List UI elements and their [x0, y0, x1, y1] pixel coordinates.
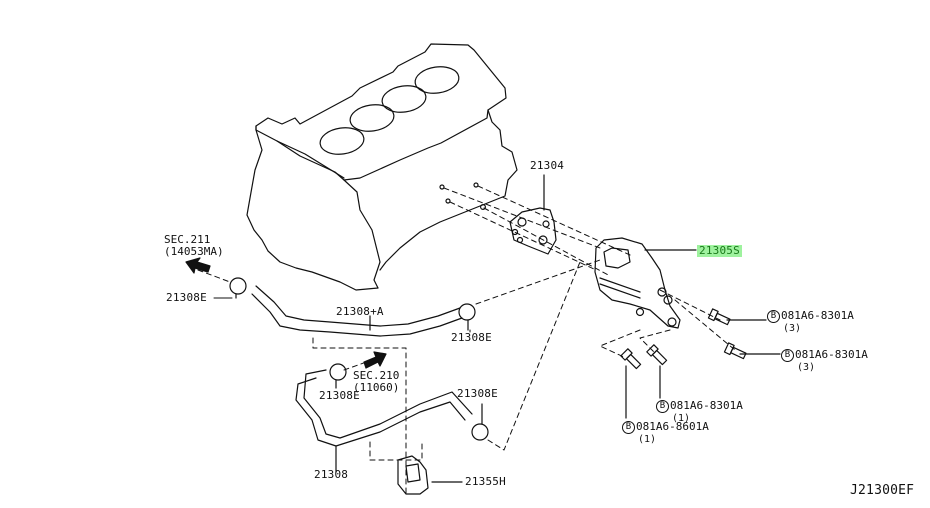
part-label-21305s[interactable]: 21305S	[697, 244, 742, 257]
bolt-quantity: (1)	[672, 413, 691, 424]
part-label-21308e-mid[interactable]: 21308E	[451, 331, 492, 344]
bolt-icon	[621, 349, 642, 370]
bolt-icon	[708, 309, 730, 327]
part-label-21308-a[interactable]: 21308+A	[336, 305, 384, 318]
bolt-part-number: 081A6-8601A	[636, 420, 709, 433]
bolt-badge-icon: B	[767, 310, 780, 323]
bolt-part-number: 081A6-8301A	[670, 399, 743, 412]
bolt-badge-icon: B	[781, 349, 794, 362]
bolt-icon	[724, 343, 746, 361]
part-21304-plate	[510, 175, 556, 254]
bolt-part-number: 081A6-8301A	[795, 348, 868, 361]
alignment-lines	[444, 186, 735, 350]
part-label-21304[interactable]: 21304	[530, 159, 565, 172]
clamp-graphics	[230, 278, 488, 440]
engine-block	[247, 44, 517, 290]
hose-21308	[296, 370, 472, 472]
part-21355h-clip	[398, 456, 462, 494]
part-label-21308[interactable]: 21308	[314, 468, 349, 481]
diagram-code: J21300EF	[850, 483, 915, 498]
bolt-quantity: (3)	[797, 362, 816, 373]
part-label-21308e-right[interactable]: 21308E	[457, 387, 498, 400]
part-21305s-oil-cooler	[595, 238, 696, 328]
leader-lines	[214, 298, 470, 332]
arrow-icon	[364, 352, 386, 368]
section-ref-code: (14053MA)	[164, 245, 224, 258]
part-label-21355h[interactable]: 21355H	[465, 475, 506, 488]
part-label-21308e-lower[interactable]: 21308E	[319, 389, 360, 402]
bolt-badge-icon: B	[622, 421, 635, 434]
section-ref-title: SEC.211	[164, 233, 211, 246]
section-ref-title: SEC.210	[353, 369, 400, 382]
bolt-badge-icon: B	[656, 400, 669, 413]
bolt-quantity: (3)	[783, 323, 802, 334]
section-ref-sec211[interactable]: SEC.211 (14053MA)	[164, 234, 224, 258]
section-ref-code: (11060)	[353, 381, 400, 394]
bolt-part-number: 081A6-8301A	[781, 309, 854, 322]
hose-21308-a	[252, 286, 462, 336]
part-label-21308e-left[interactable]: 21308E	[166, 291, 207, 304]
arrow-icon	[186, 258, 210, 273]
bolt-graphics	[600, 309, 780, 418]
section-ref-sec210[interactable]: SEC.210 (11060)	[353, 370, 399, 394]
dashed-guides	[198, 260, 600, 496]
flow-arrows	[186, 258, 386, 368]
bolt-quantity: (1)	[638, 434, 657, 445]
